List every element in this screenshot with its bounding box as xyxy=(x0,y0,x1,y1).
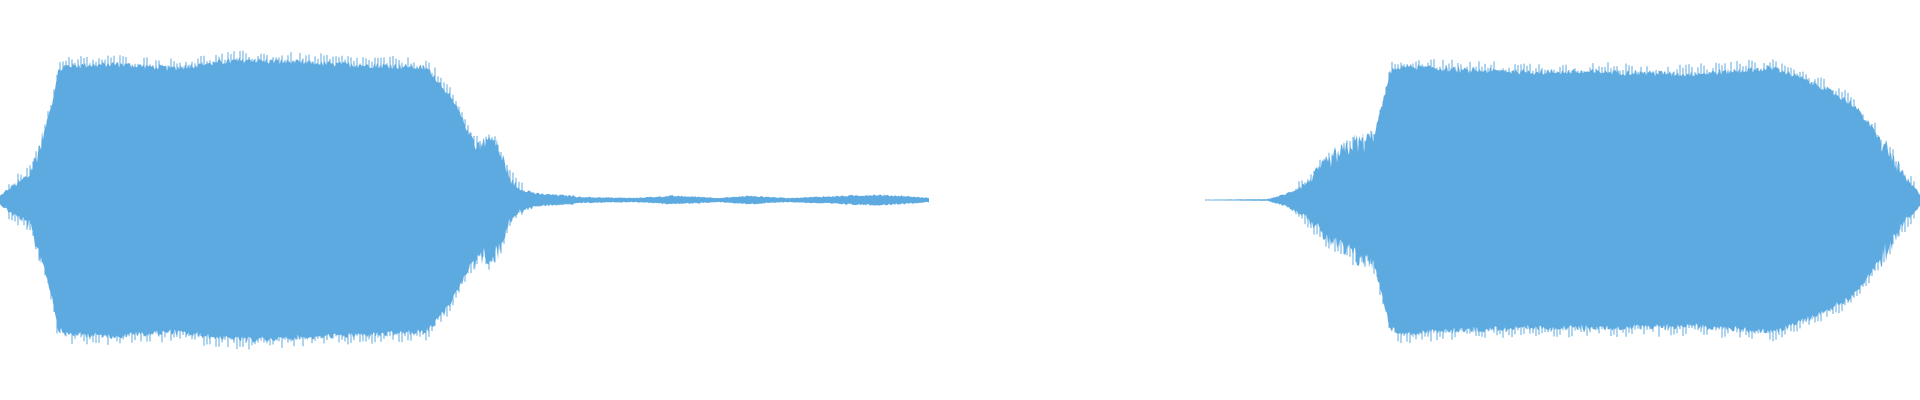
segment-2 xyxy=(1206,59,1920,344)
quiet-dot xyxy=(1241,199,1243,201)
quiet-dot xyxy=(1268,199,1270,201)
quiet-dot xyxy=(1214,199,1216,201)
quiet-dot xyxy=(1223,199,1225,201)
quiet-dot xyxy=(1205,199,1207,201)
quiet-dot xyxy=(1250,199,1252,201)
quiet-dot xyxy=(1259,199,1261,201)
segment-1 xyxy=(0,50,576,350)
waveform-body xyxy=(0,50,1920,350)
quiet-dot xyxy=(1232,199,1234,201)
